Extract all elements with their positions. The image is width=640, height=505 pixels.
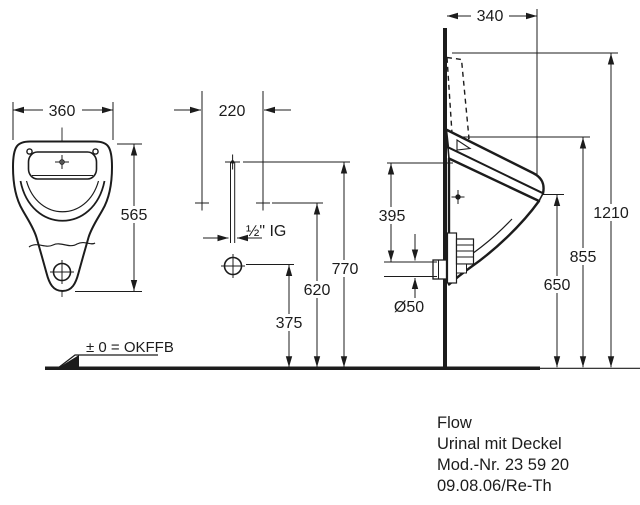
inlet-mark-front xyxy=(55,155,69,169)
dim-rim-height: 650 xyxy=(544,277,571,294)
lid-hinge-dot-left xyxy=(26,148,33,155)
fixing-cross-right xyxy=(256,195,270,211)
supply-pipe xyxy=(230,162,236,243)
dim-front-width: 360 xyxy=(49,103,76,120)
rim-arc-inner xyxy=(25,180,100,213)
dim-lid-open-height: 1210 xyxy=(593,205,629,222)
lid-top-surface xyxy=(27,151,98,180)
datum-label: ± 0 = OKFFB xyxy=(86,339,174,356)
product-name: Flow xyxy=(437,414,472,432)
dim-fixing-height: 620 xyxy=(304,282,331,299)
product-type: Urinal mit Deckel xyxy=(437,435,562,453)
siphon-unit xyxy=(446,232,475,284)
dim-drain-diameter: Ø50 xyxy=(394,299,424,316)
dim-inlet-thread: ½" IG xyxy=(246,223,286,240)
drain-stub xyxy=(432,259,448,280)
inlet-crosshair xyxy=(225,154,240,170)
datum-symbol: ± 0 = OKFFB xyxy=(57,339,174,369)
dim-drain-height: 375 xyxy=(276,315,303,332)
dim-label-background xyxy=(43,101,82,118)
fixing-dot-side xyxy=(451,190,465,204)
dim-inlet-to-drain: 395 xyxy=(379,208,406,225)
drain-mark-front xyxy=(50,260,74,284)
front-view: 360 565 xyxy=(12,101,151,297)
dim-front-height: 565 xyxy=(121,207,148,224)
dim-fixing-spacing: 220 xyxy=(219,103,246,120)
product-revision: 09.08.06/Re-Th xyxy=(437,477,552,495)
floor-and-datum: ± 0 = OKFFB xyxy=(45,339,640,371)
rim-arc-outer xyxy=(19,180,106,222)
drain-mark-installation xyxy=(221,254,245,278)
waterline-wave xyxy=(28,241,96,248)
lid-hinge-notch xyxy=(456,138,472,151)
product-model: Mod.-Nr. 23 59 20 xyxy=(437,456,569,474)
lid-hinge-dot-right xyxy=(92,148,99,155)
dim-inlet-height: 770 xyxy=(332,261,359,278)
installation-view: 220 ½" IG 770 620 375 xyxy=(174,91,362,368)
side-view: 340 xyxy=(376,7,634,369)
fixing-cross-left xyxy=(195,195,209,211)
dim-depth: 340 xyxy=(477,8,504,25)
lid-open-dashed xyxy=(446,56,470,142)
product-info: Flow Urinal mit Deckel Mod.-Nr. 23 59 20… xyxy=(437,414,569,495)
dim-body-top-height: 855 xyxy=(570,249,597,266)
